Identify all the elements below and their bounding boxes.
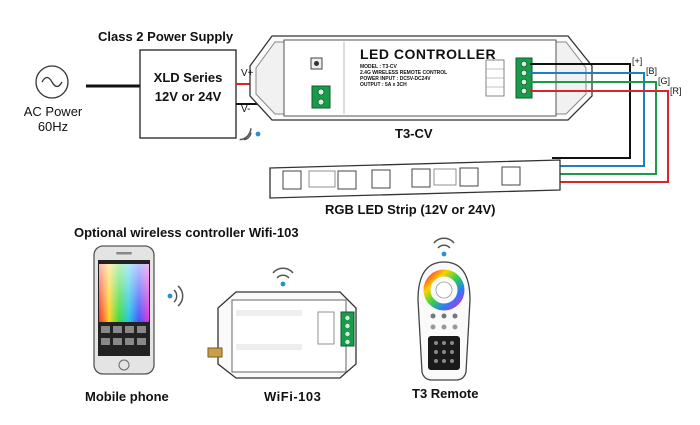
mobile-phone [93,245,155,375]
output-blue-label: [B] [646,66,658,76]
strip-label: RGB LED Strip (12V or 24V) [325,202,496,217]
mobile-phone-label: Mobile phone [85,389,169,404]
vminus-label: V- [241,104,251,115]
ac-frequency-label: 60Hz [37,119,69,134]
controller-remote-spec: 2.4G WIRELESS REMOTE CONTROL [360,70,448,76]
controller-input-spec: POWER INPUT : DC5V-DC24V [360,76,431,82]
ac-power-symbol-icon [35,65,69,99]
vplus-label: V+ [241,68,254,79]
psu-series: XLD Series [153,70,223,85]
led-strip [269,159,561,199]
wire-positive [530,63,631,159]
remote-signal-icon [433,237,455,257]
output-green-label: [G] [658,76,671,86]
wifi103-signal-icon [272,267,294,287]
controller-name: T3-CV [395,126,433,141]
wire-blue [530,72,645,167]
controller-output-spec: OUTPUT : 5A x 3CH [360,82,407,88]
power-supply-box [139,49,237,139]
power-supply-title: Class 2 Power Supply [98,29,234,44]
phone-signal-icon [167,285,184,307]
controller-housing [249,35,593,121]
output-positive-label: [+] [632,56,643,66]
wifi-103-device [207,291,357,379]
optional-title: Optional wireless controller Wifi-103 [74,225,299,240]
psu-voltage: 12V or 24V [154,89,222,104]
wire-green [530,81,657,175]
output-red-label: [R] [670,86,682,96]
wifi103-label: WiFi-103 [264,389,322,404]
t3-remote [417,261,471,381]
controller-title: LED CONTROLLER [360,46,497,62]
t3-remote-label: T3 Remote [412,386,479,401]
wireless-signal-icon [239,128,261,141]
controller-model: MODEL : T3-CV [360,64,397,70]
ac-power-label: AC Power [23,104,83,119]
wire-red [530,90,669,183]
